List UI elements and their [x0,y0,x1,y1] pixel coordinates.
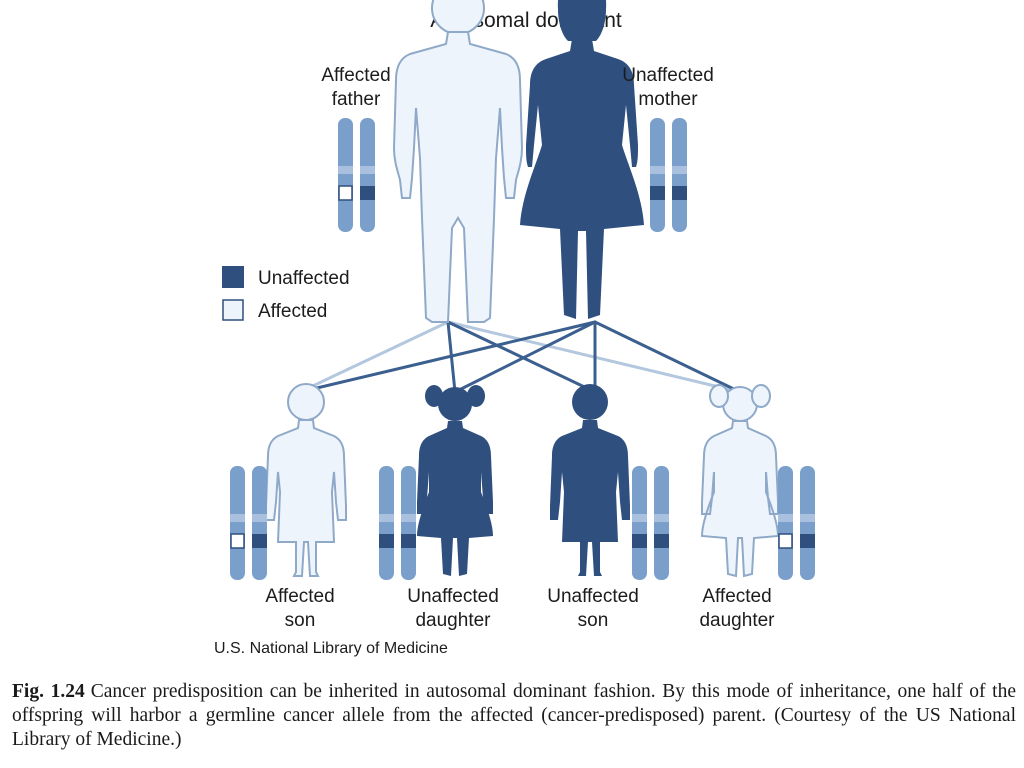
mother-chromosomes [650,118,687,232]
legend-affected-label: Affected [258,301,327,322]
image-credit: U.S. National Library of Medicine [214,640,448,657]
affected-daughter-figure [701,384,779,577]
father-chromosomes [338,118,375,232]
caption-text: Cancer predisposition can be inherited i… [12,681,1016,750]
affected-daughter-chromosomes [778,466,815,580]
affected-son-figure [265,383,347,577]
child-2-label-line1: Unaffected [407,586,499,607]
child-4-label-line2: daughter [699,610,775,631]
unaffected-son-figure [550,384,630,576]
legend: Unaffected Affected [222,266,350,322]
unaffected-son-chromosomes [632,466,669,580]
legend-unaffected-label: Unaffected [258,268,350,289]
mother-label-line1: Unaffected [622,65,714,86]
legend-affected-swatch [222,299,244,321]
child-1-label-line2: son [285,610,316,631]
child-4-label-line1: Affected [702,586,771,607]
child-3-label-line2: son [578,610,609,631]
father-label-line2: father [332,89,381,110]
mother-figure [520,0,644,319]
father-figure [393,0,523,323]
father-label-line1: Affected [321,65,390,86]
mother-label-line2: mother [638,89,698,110]
legend-unaffected-swatch [222,266,244,288]
child-2-label-line2: daughter [415,610,491,631]
child-3-label-line1: Unaffected [547,586,639,607]
inheritance-lines [298,320,742,394]
unaffected-daughter-chromosomes [379,466,416,580]
figure-label: Fig. 1.24 [12,681,85,702]
child-1-label-line1: Affected [265,586,334,607]
unaffected-daughter-figure [417,385,493,576]
affected-son-chromosomes [230,466,267,580]
